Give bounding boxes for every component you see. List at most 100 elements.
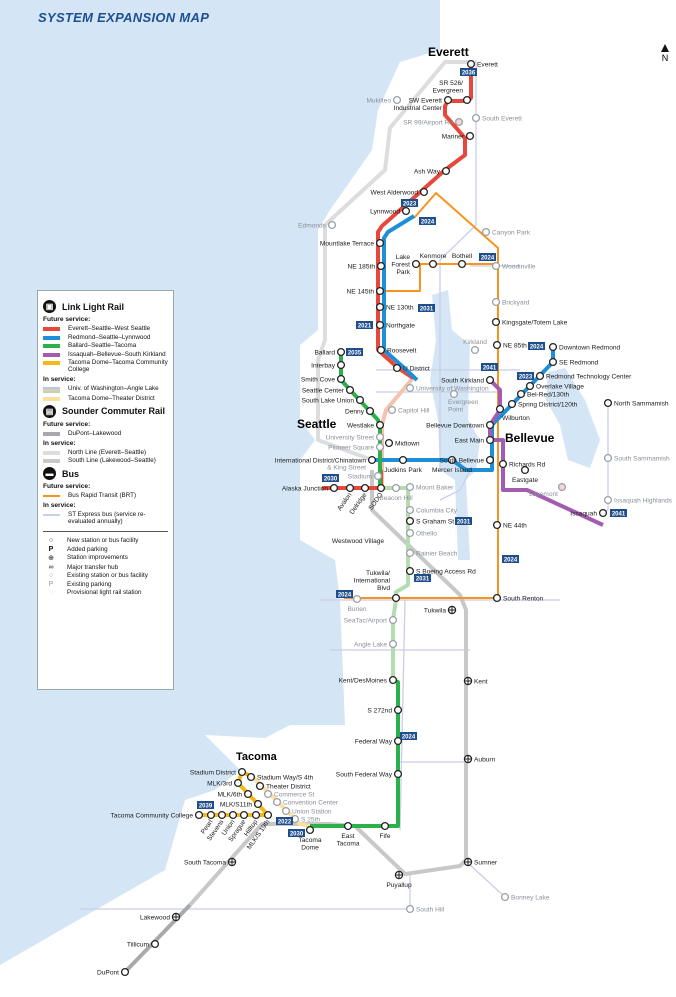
station-universitySt[interactable]: University Street [326, 432, 385, 442]
station-judkins[interactable]: Judkins Park [384, 455, 423, 474]
station-tillicum[interactable]: Tillicum [127, 939, 160, 949]
station-bonneyLake[interactable]: Bonney Lake [500, 892, 550, 902]
station-mukilteo[interactable]: Mukilteo [366, 95, 402, 105]
station-edmonds[interactable]: Edmonds [298, 220, 337, 230]
station-kirkland[interactable]: Kirkland [463, 339, 487, 355]
station-southRenton[interactable]: South Renton [492, 593, 544, 603]
station-sGraham[interactable]: S Graham St [405, 516, 455, 526]
station-seattleCenter[interactable]: Seattle Center [302, 385, 355, 395]
station-richards[interactable]: Richards Rd [498, 459, 546, 469]
station-denny[interactable]: Denny [345, 406, 375, 416]
station-seatac[interactable]: SeaTac/Airport [344, 615, 398, 625]
station-sr526[interactable]: SR 526/Evergreen [433, 80, 472, 105]
station-mlk3[interactable]: MLK/3rd [207, 778, 243, 788]
station-alaska[interactable]: Alaska Junction [282, 483, 339, 493]
station-brickyard[interactable]: Brickyard [491, 297, 530, 307]
station-stadiumDist[interactable]: Stadium District [190, 767, 247, 777]
station-issaquah[interactable]: Issaquah [570, 508, 608, 518]
station-southKirkland[interactable]: South Kirkland [441, 375, 495, 385]
station-rtc[interactable]: Redmond Technology Center [535, 371, 632, 381]
station-woodinville[interactable]: Woodinville [491, 261, 536, 271]
station-southHill[interactable]: South Hill [405, 904, 445, 914]
station-unionStation[interactable]: Union Station [281, 806, 332, 816]
station-ne44[interactable]: NE 44th [492, 520, 528, 530]
station-southBellevue[interactable]: South Bellevue [440, 455, 495, 465]
station-boeing[interactable]: S Boeing Access Rd [405, 566, 476, 576]
station-seRedmond[interactable]: SE Redmond [548, 357, 599, 367]
station-uw[interactable]: University of Washington [405, 383, 489, 393]
station-canyonPark[interactable]: Canyon Park [481, 227, 531, 237]
station-pioneerSq[interactable]: Pioneer Square [328, 442, 385, 452]
station-capitolHill[interactable]: Capitol Hill [387, 405, 430, 415]
station-ne85[interactable]: NE 85th [492, 340, 528, 350]
station-eastgate[interactable]: Eastgate [512, 465, 538, 484]
station-convention[interactable]: Convention Center [272, 797, 339, 807]
station-slu[interactable]: South Lake Union [302, 395, 365, 405]
station-kentDM[interactable]: Kent/DesMoines [339, 675, 398, 685]
station-kent[interactable]: Kent [463, 676, 488, 685]
station-stadium[interactable]: Stadium [348, 471, 383, 481]
station-northgate[interactable]: Northgate [375, 320, 416, 330]
station-burien[interactable]: Burien [347, 594, 367, 613]
station-othello[interactable]: Othello [405, 528, 438, 538]
station-roosevelt[interactable]: Roosevelt [376, 345, 417, 355]
station-tukwilaSounder[interactable]: Tukwila [424, 605, 457, 614]
station-stadiumWay[interactable]: Stadium Way/S 4th [246, 772, 314, 782]
station-ashway[interactable]: Ash Way [414, 166, 451, 176]
station-bothell[interactable]: Bothell [452, 253, 473, 269]
station-westlake[interactable]: Westlake [347, 420, 385, 430]
station-everett[interactable]: Everett [466, 59, 498, 69]
station-sumner[interactable]: Sumner [463, 857, 498, 866]
station-mlk6[interactable]: MLK/6th [217, 789, 253, 799]
station-s272[interactable]: S 272nd [367, 705, 403, 715]
station-mercer[interactable]: Mercer Island [432, 455, 472, 474]
station-dtRedmond[interactable]: Downtown Redmond [548, 342, 621, 352]
station-overlake[interactable]: Overlake Village [525, 381, 585, 391]
station-mountBaker[interactable]: Mount Baker [405, 482, 455, 492]
station-bellevueDT[interactable]: Bellevue Downtown [426, 420, 495, 430]
station-sr99[interactable]: SR 99/Airport Rd [403, 117, 464, 127]
station-dupont[interactable]: DuPont [97, 967, 130, 977]
station-kenmore[interactable]: Kenmore [420, 253, 447, 269]
station-westwood[interactable]: Westwood Village [332, 538, 385, 545]
station-eastMain[interactable]: East Main [455, 435, 495, 445]
station-theater[interactable]: Theater District [255, 781, 311, 791]
station-auburn[interactable]: Auburn [463, 754, 496, 763]
station-rainierBeach[interactable]: Rainier Beach [405, 548, 458, 558]
station-beaconHill[interactable]: Beacon Hill [379, 483, 413, 502]
station-columbiaCity[interactable]: Columbia City [405, 505, 458, 515]
station-kingsgate[interactable]: Kingsgate/Totem Lake [491, 317, 568, 327]
station-southFW[interactable]: South Federal Way [336, 769, 403, 779]
station-belred[interactable]: Bel-Red/130th [516, 389, 570, 399]
station-angleLake[interactable]: Angle Lake [354, 639, 398, 649]
station-lynnwood[interactable]: Lynnwood [370, 206, 411, 216]
station-southEverett[interactable]: South Everett [471, 113, 523, 123]
station-ne145[interactable]: NE 145th [347, 286, 385, 296]
station-mountlake[interactable]: Mountlake Terrace [320, 238, 385, 248]
station-s25[interactable]: S 25th [290, 814, 321, 824]
station-mariner[interactable]: Mariner [442, 131, 475, 141]
station-tcc[interactable]: Tacoma Community College [111, 810, 204, 820]
station-interbay[interactable]: Interbay [311, 360, 346, 370]
station-northSammamish[interactable]: North Sammamish [603, 398, 669, 408]
station-southSammamish[interactable]: South Sammamish [603, 453, 670, 463]
station-southTacoma[interactable]: South Tacoma [184, 857, 237, 866]
station-ballard[interactable]: Ballard [314, 347, 346, 357]
station-puyallup[interactable]: Puyallup [386, 870, 412, 889]
station-midtown[interactable]: Midtown [384, 438, 420, 448]
station-commerce[interactable]: Commerce St [263, 789, 315, 799]
station-udistrict[interactable]: U District [392, 363, 430, 373]
station-mlk11[interactable]: MLK/S11th [220, 799, 263, 809]
station-federalWay[interactable]: Federal Way [355, 736, 403, 746]
station-issaquahHighlands[interactable]: Issaquah Highlands [603, 495, 673, 505]
station-fife[interactable]: Fife [380, 821, 391, 840]
station-wilburton[interactable]: Wilburton [495, 404, 531, 422]
station-kingSt[interactable]: & King Street [327, 464, 366, 471]
station-spring[interactable]: Spring District/120th [507, 399, 578, 409]
